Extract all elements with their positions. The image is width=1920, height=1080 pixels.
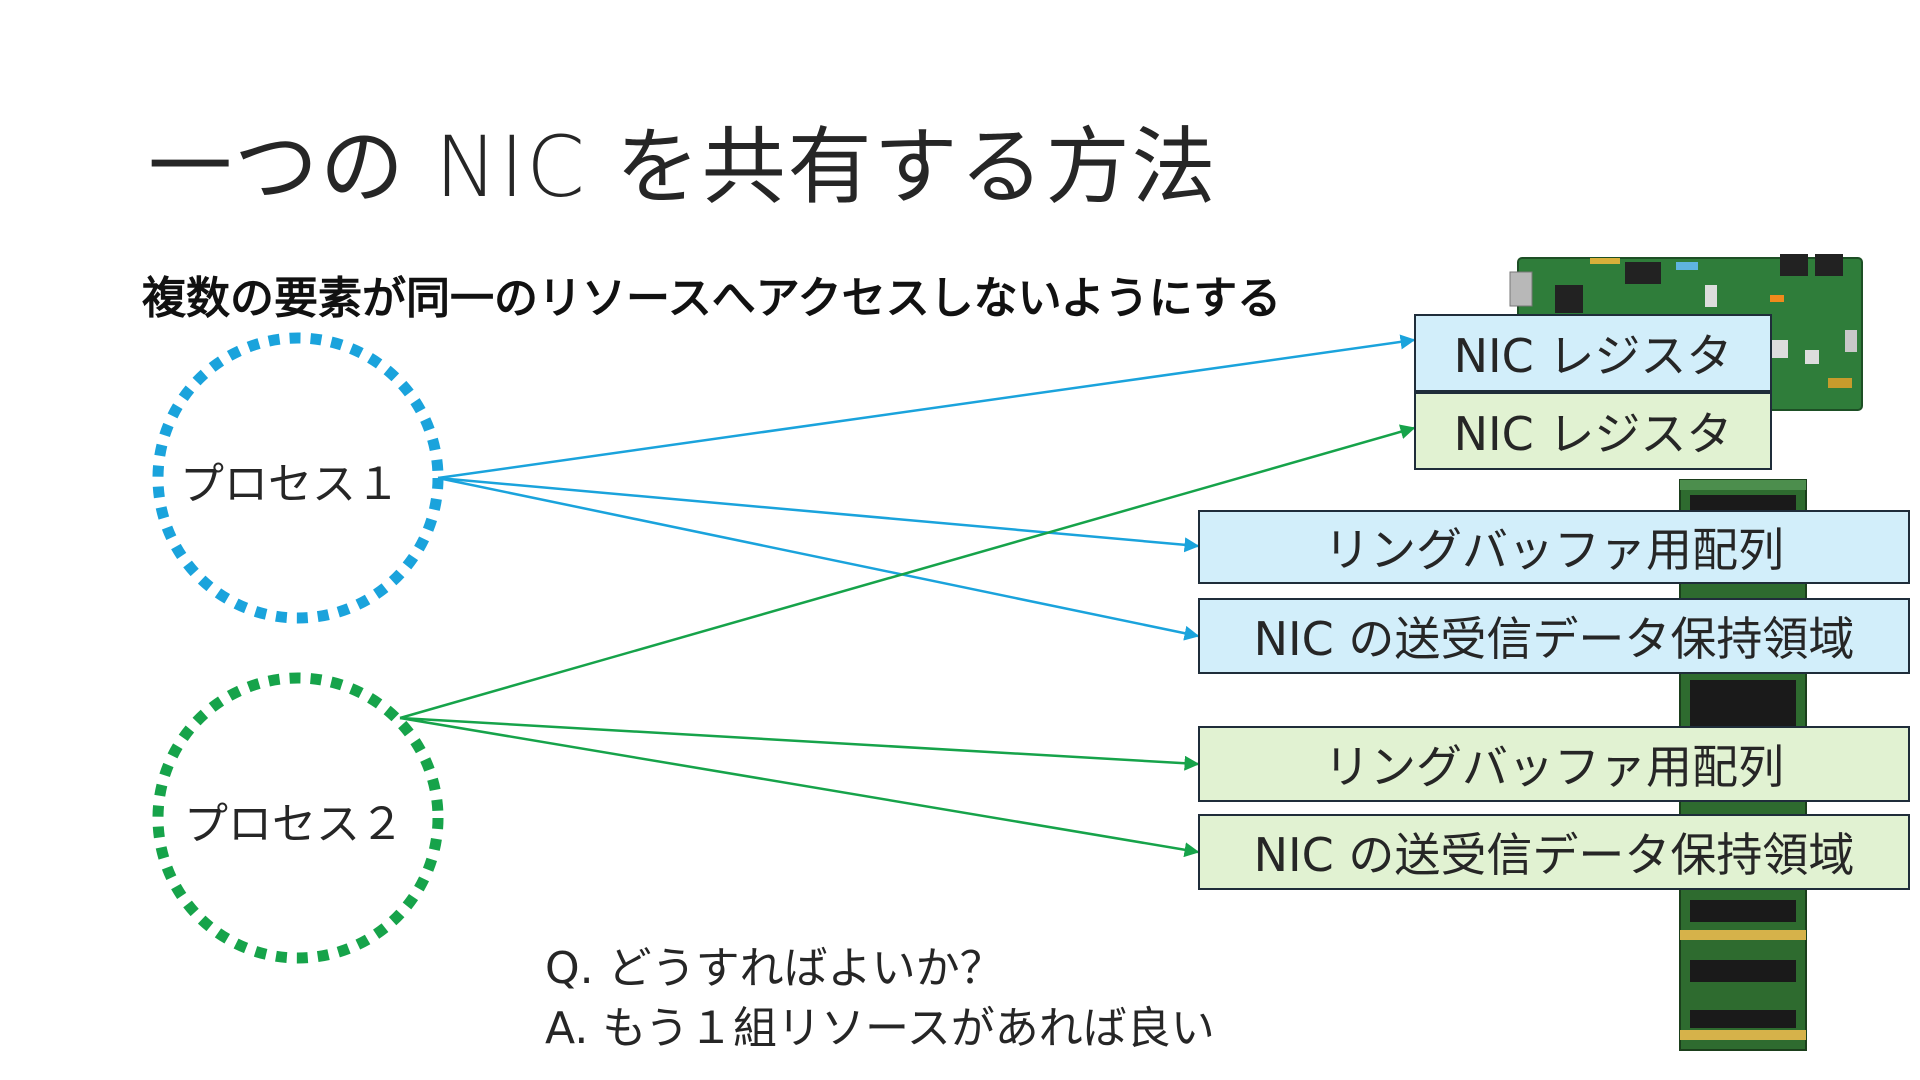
nic-register-box-2: NIC レジスタ	[1414, 392, 1772, 470]
nic-data-box-1: NIC の送受信データ保持領域	[1198, 598, 1910, 674]
nic-register-box-1: NIC レジスタ	[1414, 314, 1772, 392]
ring-buffer-box-2: リングバッファ用配列	[1198, 726, 1910, 802]
arrow-p1-nic-register	[437, 334, 1416, 480]
process-1-label: プロセス１	[180, 459, 400, 510]
arrow-p2-ring-buffer	[399, 716, 1200, 771]
arrow-p1-nic-data	[437, 476, 1200, 641]
nic-data-box-2: NIC の送受信データ保持領域	[1198, 814, 1910, 890]
answer-text: A. もう１組リソースがあれば良い	[545, 1003, 1215, 1054]
process-2-label: プロセス２	[184, 799, 404, 850]
question-text: Q. どうすればよいか？	[545, 943, 1004, 994]
ring-buffer-box-1: リングバッファ用配列	[1198, 510, 1910, 584]
arrow-p2-nic-register	[399, 424, 1416, 720]
process-2-circle	[152, 672, 444, 964]
arrow-p2-nic-data	[399, 716, 1200, 858]
slide-title: 一つの NIC を共有する方法	[148, 118, 1218, 216]
arrow-p1-ring-buffer	[437, 476, 1200, 553]
slide-subtitle: 複数の要素が同一のリソースへアクセスしないようにする	[142, 273, 1282, 324]
